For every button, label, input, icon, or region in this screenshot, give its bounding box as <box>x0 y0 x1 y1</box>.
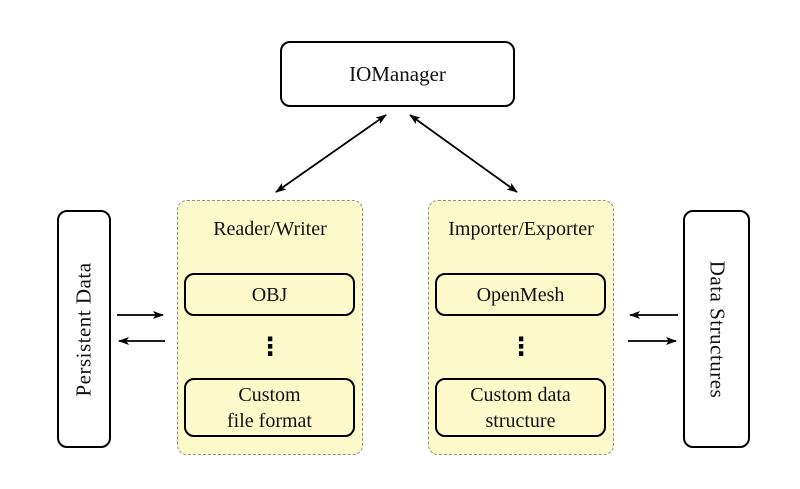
custom-data-structure-line1: Custom data <box>470 383 571 406</box>
persistent-data-node: Persistent Data <box>57 210 111 448</box>
openmesh-label: OpenMesh <box>476 283 565 306</box>
data-structures-label: Data Structures <box>705 260 730 398</box>
persistent-data-label: Persistent Data <box>71 261 96 397</box>
importer-exporter-group: Importer/Exporter OpenMesh ⋮ Custom data… <box>428 200 614 455</box>
reader-writer-ellipsis: ⋮ <box>257 332 283 361</box>
custom-file-format-line1: Custom <box>238 383 301 406</box>
arrow-iomanager-importerexporter <box>409 114 518 193</box>
importer-exporter-ellipsis: ⋮ <box>508 332 534 361</box>
custom-file-format-line2: file format <box>227 409 312 432</box>
iomanager-node: IOManager <box>280 41 515 107</box>
iomanager-label: IOManager <box>349 61 446 86</box>
obj-node: OBJ <box>184 273 355 316</box>
custom-data-structure-line2: structure <box>485 409 556 432</box>
openmesh-node: OpenMesh <box>435 273 606 316</box>
custom-file-format-node: Custom file format <box>184 378 355 437</box>
reader-writer-group: Reader/Writer OBJ ⋮ Custom file format <box>177 200 363 455</box>
reader-writer-title: Reader/Writer <box>213 218 327 240</box>
importer-exporter-title: Importer/Exporter <box>448 218 594 240</box>
arrow-iomanager-readerwriter <box>275 114 387 193</box>
data-structures-node: Data Structures <box>683 210 750 448</box>
custom-data-structure-node: Custom data structure <box>435 378 606 437</box>
obj-label: OBJ <box>251 283 288 306</box>
